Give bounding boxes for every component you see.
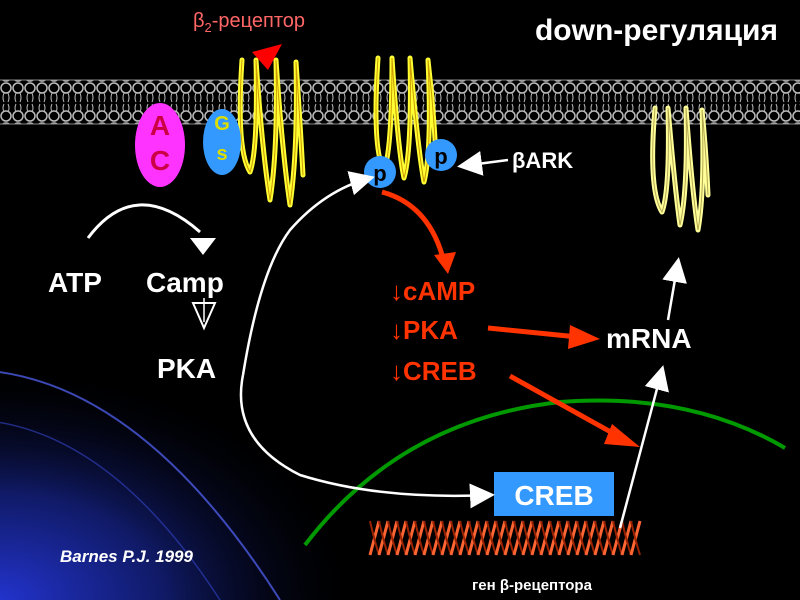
decor-curve <box>0 371 281 600</box>
phosphate-label: p <box>373 161 386 186</box>
gs-protein-icon <box>203 109 241 175</box>
ac-label-1: A <box>150 110 170 141</box>
receptor-label: β2-рецептор <box>193 10 305 35</box>
arrowhead-icon <box>604 424 640 447</box>
phosphate-label: p <box>434 144 447 169</box>
arrowhead-icon <box>434 252 456 274</box>
mrna-label: mRNA <box>606 323 692 354</box>
page-title: down-регуляция <box>535 14 778 47</box>
cell-membrane <box>0 80 800 124</box>
pka-to-receptor-arrow <box>241 171 375 376</box>
bark-label: βARK <box>512 148 573 173</box>
beta2-receptor-icon <box>237 57 306 208</box>
atp-to-camp-arrow <box>86 203 201 239</box>
ac-label-2: C <box>150 145 170 176</box>
mrna-to-receptor-arrow <box>662 257 687 321</box>
pka-to-mrna-arrow <box>487 325 579 340</box>
gene-label: ген β-рецептора <box>472 577 593 594</box>
ligand-icon <box>252 44 282 70</box>
recovered-receptor-icon <box>650 105 711 233</box>
dna-helix-icon <box>368 520 642 556</box>
gs-label-1: G <box>214 113 230 135</box>
creb-box-label: CREB <box>514 480 593 511</box>
arrowhead-icon <box>568 325 600 349</box>
background-glow <box>0 260 520 600</box>
phosphate-icon <box>425 139 457 171</box>
camp-label: Camp <box>146 267 224 298</box>
adenylyl-cyclase-icon <box>135 103 185 187</box>
down-pka-label: ↓PKA <box>390 315 458 345</box>
pka-label: PKA <box>157 353 216 384</box>
down-creb-label: ↓CREB <box>390 356 477 386</box>
decor-curve <box>0 421 221 600</box>
atp-label: ATP <box>48 267 102 298</box>
receptor-to-camp-arrow <box>381 189 447 263</box>
down-camp-label: ↓cAMP <box>390 276 475 306</box>
gene-to-mrna-arrow <box>618 365 669 529</box>
dna-strand <box>630 520 641 556</box>
pka-to-creb-arrow <box>239 374 495 509</box>
creb-box <box>494 472 614 516</box>
creb-to-gene-arrow <box>508 373 620 439</box>
bark-arrow <box>457 151 509 176</box>
arrowhead-icon <box>190 238 216 255</box>
gs-label-2: s <box>216 143 227 165</box>
citation: Barnes P.J. 1999 <box>60 547 193 566</box>
